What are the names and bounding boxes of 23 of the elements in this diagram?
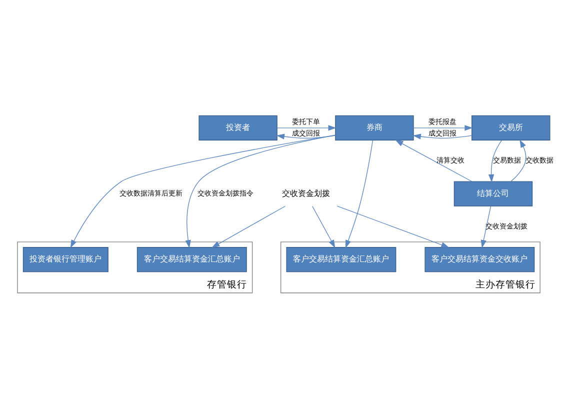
node-text: 交收资金划拨 [282, 187, 330, 198]
arrow [395, 139, 472, 182]
arrow [212, 205, 286, 248]
arrow [488, 140, 502, 182]
node-box: 客户交易结算资金交收账户 [424, 246, 535, 272]
arrow [312, 205, 336, 248]
node-box: 客户交易结算资金汇总账户 [286, 246, 396, 272]
node-box: 投资者 [198, 114, 278, 140]
arrow [185, 134, 336, 248]
node-box: 交易所 [472, 114, 550, 140]
arrow [276, 133, 336, 139]
arrow [412, 133, 472, 139]
arrow [345, 139, 374, 248]
node-box: 券商 [335, 114, 414, 140]
node-box: 客户交易结算资金汇总账户 [136, 246, 247, 272]
arrow [276, 124, 336, 130]
arrow [70, 134, 336, 248]
arrow [413, 124, 473, 130]
node-box: 投资者银行管理账户 [22, 246, 108, 272]
arrow [480, 205, 492, 248]
arrow [336, 205, 450, 248]
arrow [510, 139, 526, 182]
node-box: 结算公司 [454, 180, 533, 206]
